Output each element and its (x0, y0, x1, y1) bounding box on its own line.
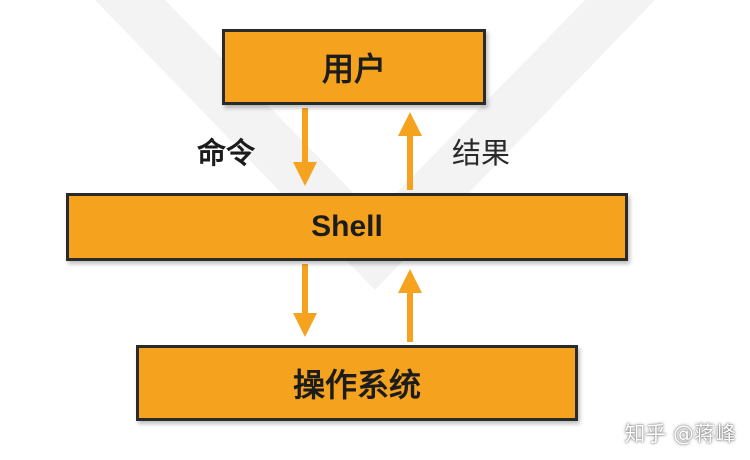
user-box-label: 用户 (321, 50, 386, 88)
shell-box: Shell (66, 193, 628, 261)
os-box: 操作系统 (136, 345, 578, 421)
user-box: 用户 (222, 29, 486, 105)
command-label: 命令 (197, 136, 256, 170)
result-label: 结果 (452, 136, 511, 170)
os-box-label: 操作系统 (292, 366, 421, 404)
watermark-text: 知乎 @蒋峰 (624, 422, 736, 446)
shell-box-label: Shell (311, 210, 383, 243)
